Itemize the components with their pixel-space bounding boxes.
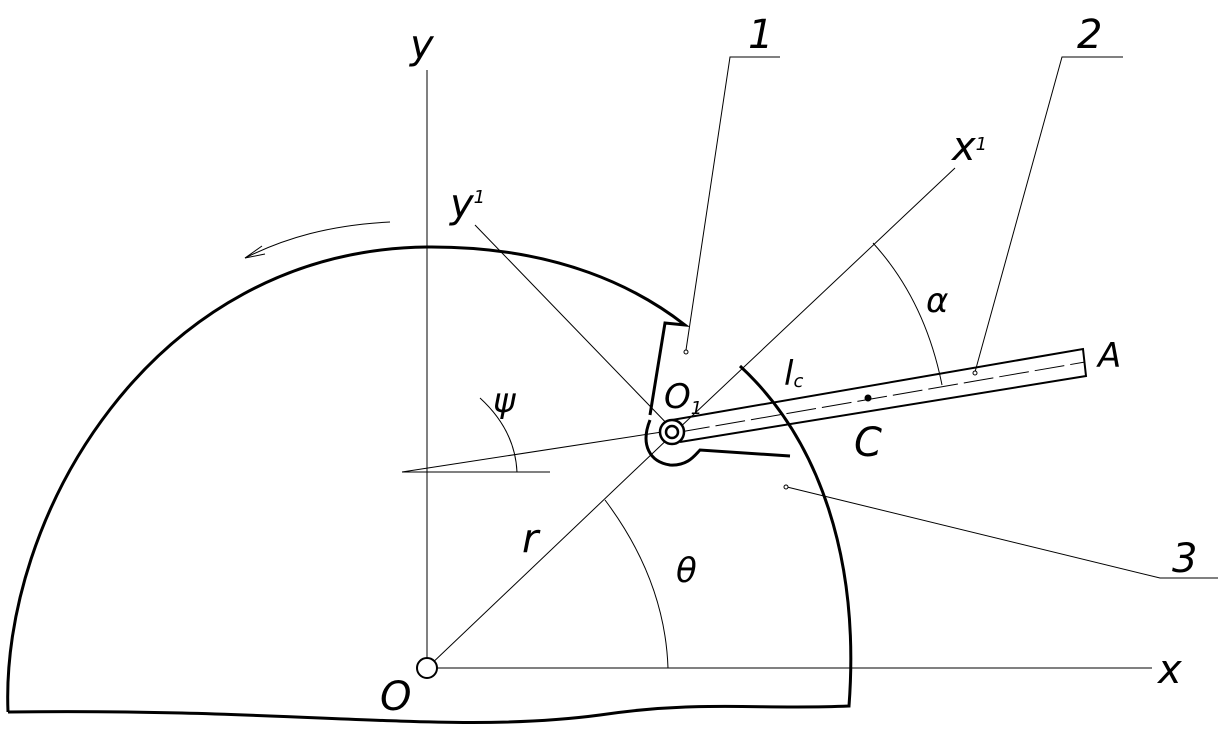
joint-o1-inner <box>664 424 680 440</box>
label-alpha: α <box>926 281 948 321</box>
label-c: C <box>854 420 882 466</box>
psi-direction-line <box>401 429 676 473</box>
alpha-arc <box>872 242 943 386</box>
center-of-mass-c <box>864 394 872 402</box>
label-y: y <box>409 22 435 68</box>
callout-3-label: 3 <box>1172 536 1197 582</box>
callout-3-leader <box>786 486 1218 579</box>
y1-axis <box>474 224 676 433</box>
origin-circle <box>416 657 438 679</box>
label-a: A <box>1096 336 1121 376</box>
label-o1: O1 <box>664 377 702 419</box>
bracket-outline <box>644 419 791 467</box>
psi-arc <box>479 397 518 473</box>
callout-2-leader <box>974 56 1123 373</box>
label-lc: lc <box>784 354 803 394</box>
label-origin: O <box>380 674 411 720</box>
label-y1: y1 <box>449 181 485 227</box>
callout-1-leader <box>685 56 780 351</box>
callout-2-dot <box>972 370 978 376</box>
label-r: r <box>522 516 541 562</box>
rod-centerline <box>679 361 1086 433</box>
label-theta: θ <box>676 551 697 591</box>
rotation-arrow <box>244 221 391 259</box>
callout-2-label: 2 <box>1077 12 1102 58</box>
callout-3-dot <box>783 484 789 490</box>
label-x: x <box>1156 647 1182 693</box>
theta-arc <box>604 499 669 669</box>
disk-body <box>6 245 853 724</box>
callout-1-label: 1 <box>748 12 773 58</box>
x1-axis <box>674 167 956 433</box>
callout-1-dot <box>683 349 689 355</box>
label-psi: ψ <box>493 381 516 421</box>
label-x1: x1 <box>950 124 987 170</box>
rotation-arrowhead <box>244 245 266 259</box>
r-line <box>426 431 676 669</box>
